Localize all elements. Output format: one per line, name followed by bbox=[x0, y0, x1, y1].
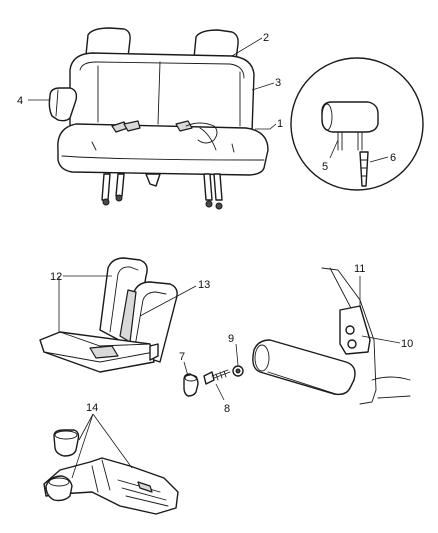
seat-cushion bbox=[57, 123, 269, 176]
callout-8: 8 bbox=[224, 403, 230, 415]
tray-cup-well bbox=[45, 475, 73, 502]
callout-12: 12 bbox=[50, 271, 62, 283]
headrest-detail-view bbox=[290, 57, 424, 191]
armrest-assembly bbox=[252, 267, 411, 405]
callout-7: 7 bbox=[179, 351, 185, 363]
leader-lines bbox=[28, 37, 401, 479]
callout-11: 11 bbox=[354, 263, 365, 275]
cup-holder-insert bbox=[53, 429, 80, 457]
callout-1: 1 bbox=[277, 118, 283, 130]
left-headrest bbox=[85, 27, 131, 58]
callout-5: 5 bbox=[322, 161, 328, 173]
storage-tray-assembly bbox=[43, 429, 179, 515]
callout-4: 4 bbox=[17, 95, 23, 107]
cap-plug bbox=[183, 373, 199, 397]
armrest-pad bbox=[252, 339, 356, 396]
seat-belt-buckle-right bbox=[175, 120, 193, 132]
callout-2: 2 bbox=[263, 32, 269, 44]
callout-10: 10 bbox=[401, 338, 413, 350]
bench-seat-assembly bbox=[48, 27, 269, 210]
folding-seat-assembly bbox=[39, 257, 178, 373]
callout-3: 3 bbox=[275, 77, 281, 89]
callout-6: 6 bbox=[390, 152, 396, 164]
seat-riser-left bbox=[101, 173, 111, 201]
seat-side-frame bbox=[321, 267, 377, 405]
seat-riser-right bbox=[203, 173, 213, 201]
callout-14: 14 bbox=[86, 402, 98, 414]
right-headrest bbox=[193, 29, 239, 61]
screw bbox=[203, 371, 215, 385]
callout-labels: 1 2 3 4 5 6 7 8 9 10 11 12 13 14 bbox=[17, 32, 413, 415]
callout-9: 9 bbox=[228, 333, 234, 345]
seat-back-panel bbox=[119, 289, 137, 343]
headrest-guide-sleeve bbox=[359, 151, 369, 187]
callout-13: 13 bbox=[198, 279, 210, 291]
hardware-parts bbox=[183, 365, 244, 397]
